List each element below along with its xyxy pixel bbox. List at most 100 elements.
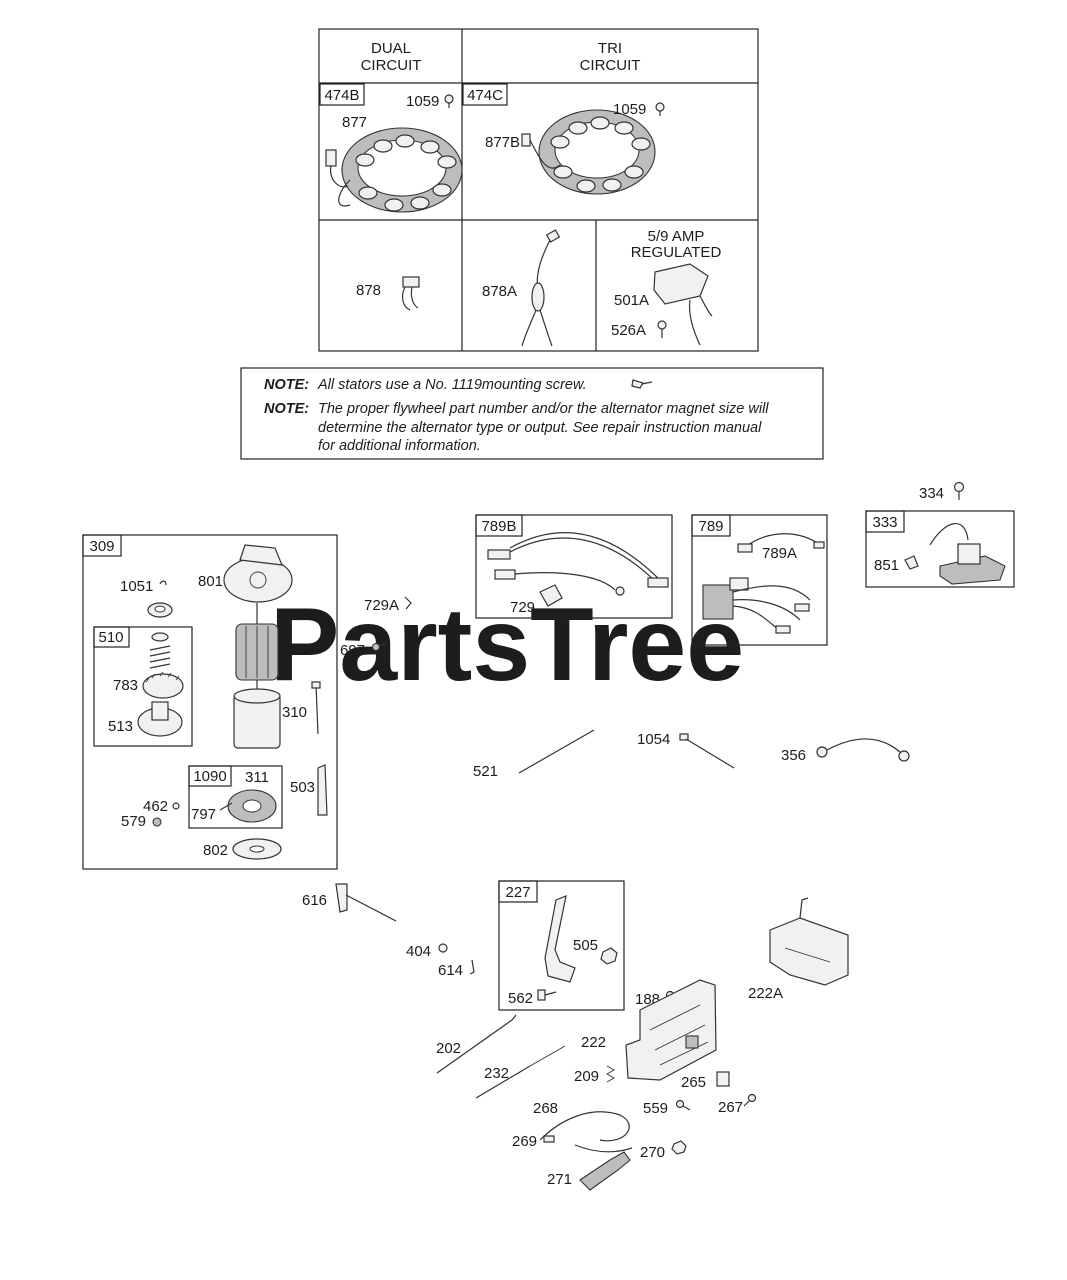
label-877B: 877B [485, 134, 520, 151]
label-462: 462 [143, 798, 168, 815]
end-269 [543, 1135, 555, 1143]
label-789A: 789A [762, 545, 797, 562]
note-1-key: NOTE: [264, 377, 309, 393]
group-tag-474B: 474B [324, 87, 359, 104]
label-729A: 729A [364, 597, 399, 614]
screw-562 [537, 989, 557, 1001]
label-1051: 1051 [120, 578, 153, 595]
label-222: 222 [581, 1034, 606, 1051]
harness-group-789: 789 789A [691, 514, 828, 646]
group-tag-474C: 474C [467, 87, 503, 104]
group-tag-789B: 789B [481, 518, 516, 535]
dual-circuit-stator [325, 127, 463, 213]
label-209: 209 [574, 1068, 599, 1085]
screw-334 [953, 481, 965, 500]
harness-878A [521, 229, 561, 347]
armature [235, 603, 279, 690]
group-tag-309: 309 [89, 538, 114, 555]
tie-1054 [679, 733, 735, 769]
group-tag-1090: 1090 [193, 768, 226, 785]
label-513: 513 [108, 718, 133, 735]
label-501A: 501A [614, 292, 649, 309]
label-616: 616 [302, 892, 327, 909]
label-878: 878 [356, 282, 381, 299]
label-265: 265 [681, 1074, 706, 1091]
group-tag-227: 227 [505, 884, 530, 901]
gasket-802 [232, 838, 282, 860]
link-202 [436, 1014, 517, 1074]
note-1-text: All stators use a No. 1119mounting screw… [317, 377, 587, 393]
cable-268 [539, 1111, 633, 1153]
note-2-key: NOTE: [264, 401, 309, 417]
dual-circuit-header-line1: DUAL [371, 40, 411, 57]
regulator-header-line2: REGULATED [631, 244, 722, 261]
regulator-header-line1: 5/9 AMP [648, 228, 705, 245]
label-614: 614 [438, 962, 463, 979]
lever-group-227: 227 505 562 [498, 880, 625, 1011]
screw-697 [371, 642, 387, 652]
brush-plate-797 [219, 789, 277, 823]
label-1054: 1054 [637, 731, 670, 748]
label-269: 269 [512, 1133, 537, 1150]
screw-1059-dual [444, 94, 454, 108]
label-271: 271 [547, 1171, 572, 1188]
screw-1059-tri [655, 102, 665, 116]
note-2-line-3: for additional information. [318, 438, 481, 454]
mounting-screw-icon [631, 379, 653, 389]
housing-310 [233, 688, 281, 749]
rod-521 [518, 729, 595, 774]
end-cap-801 [223, 544, 293, 603]
label-526A: 526A [611, 322, 646, 339]
label-270: 270 [640, 1144, 665, 1161]
spring-209 [606, 1065, 615, 1083]
bracket-222A [769, 897, 849, 986]
group-tag-789: 789 [698, 518, 723, 535]
group-tag-510: 510 [98, 629, 123, 646]
ground-wire-356 [816, 738, 910, 762]
label-802: 802 [203, 842, 228, 859]
diode-878 [401, 276, 420, 311]
screw-559 [675, 1099, 691, 1111]
tri-circuit-header-line2: CIRCUIT [580, 57, 641, 74]
label-503: 503 [290, 779, 315, 796]
tri-circuit-header-line1: TRI [598, 40, 622, 57]
nut-579 [152, 817, 162, 827]
washer-top [147, 602, 173, 618]
regulator-501A [653, 263, 713, 346]
harness-group-789B: 789B 729 [475, 514, 673, 619]
screw-267 [743, 1093, 757, 1107]
ignition-group-333: 333 851 [865, 510, 1015, 588]
label-878A: 878A [482, 283, 517, 300]
label-232: 232 [484, 1065, 509, 1082]
label-783: 783 [113, 677, 138, 694]
dual-circuit-header-line2: CIRCUIT [361, 57, 422, 74]
label-1059-dual: 1059 [406, 93, 439, 110]
label-222A: 222A [748, 985, 783, 1002]
pinion-gear-783 [142, 671, 184, 699]
label-729: 729 [510, 599, 535, 616]
group-tag-333: 333 [872, 514, 897, 531]
label-697: 697 [340, 642, 365, 659]
stator-table: DUAL CIRCUIT TRI CIRCUIT 5/9 AMP REGULAT… [318, 28, 759, 352]
note-2-line-1: The proper flywheel part number and/or t… [318, 401, 769, 417]
nut-270 [671, 1140, 687, 1155]
label-797: 797 [191, 806, 216, 823]
pin-614 [469, 959, 475, 975]
clip-729A [404, 596, 412, 610]
label-267: 267 [718, 1099, 743, 1116]
lever-271 [579, 1151, 631, 1191]
label-310: 310 [282, 704, 307, 721]
label-404: 404 [406, 943, 431, 960]
bracket-503 [317, 764, 328, 816]
label-579: 579 [121, 813, 146, 830]
label-311: 311 [245, 769, 269, 786]
clip-1051 [159, 580, 167, 586]
label-505: 505 [573, 937, 598, 954]
label-801: 801 [198, 573, 223, 590]
note-2-line-2: determine the alternator type or output.… [318, 420, 762, 436]
washer-404 [438, 943, 448, 953]
drive-513 [137, 701, 183, 737]
label-562: 562 [508, 990, 533, 1007]
label-202: 202 [436, 1040, 461, 1057]
nut-505 [600, 947, 618, 965]
